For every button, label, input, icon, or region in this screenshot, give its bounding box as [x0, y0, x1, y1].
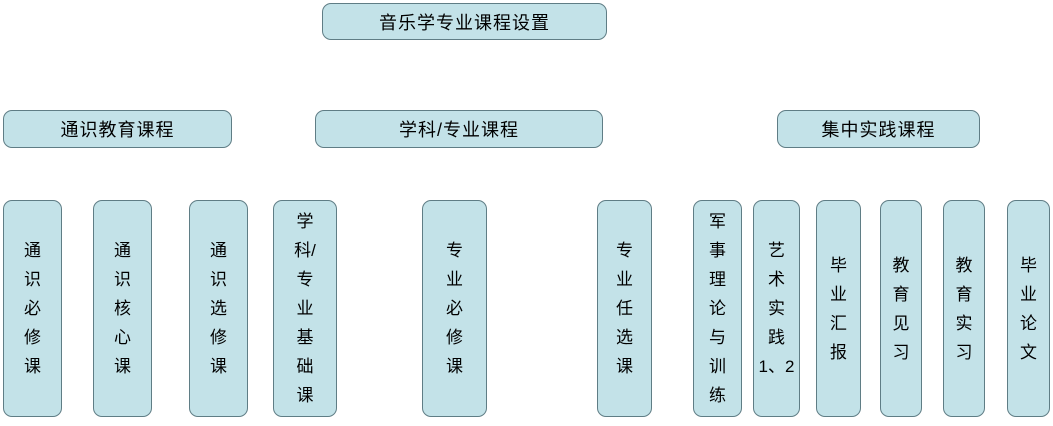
course-label: 教 育 实 习 [955, 255, 973, 362]
course-label: 教 育 见 习 [892, 255, 910, 362]
course-box-education-internship: 教 育 实 习 [943, 200, 985, 417]
course-box-graduation-report: 毕 业 汇 报 [816, 200, 861, 417]
course-box-graduation-thesis: 毕 业 论 文 [1007, 200, 1050, 417]
category-label: 通识教育课程 [60, 120, 175, 140]
course-box-general-required: 通 识 必 修 课 [3, 200, 62, 417]
root-box-curriculum-title: 音乐学专业课程设置 [322, 3, 607, 40]
category-box-discipline-professional: 学科/专业课程 [315, 110, 603, 148]
category-label: 集中实践课程 [821, 120, 936, 140]
course-box-art-practice-1-2: 艺 术 实 践 1、2 [753, 200, 800, 417]
course-box-military-theory-training: 军 事 理 论 与 训 练 [693, 200, 742, 417]
course-label: 专 业 任 选 课 [616, 241, 633, 376]
root-box-label: 音乐学专业课程设置 [379, 12, 550, 33]
course-label: 通 识 核 心 课 [114, 241, 131, 376]
course-label: 毕 业 汇 报 [830, 255, 847, 362]
course-box-discipline-foundation: 学 科/ 专 业 基 础 课 [273, 200, 337, 417]
course-label: 通 识 选 修 课 [210, 241, 227, 376]
course-label: 通 识 必 修 课 [24, 241, 41, 376]
course-label: 军 事 理 论 与 训 练 [709, 212, 726, 405]
course-box-education-observation: 教 育 见 习 [880, 200, 922, 417]
course-label: 专 业 必 修 课 [446, 241, 463, 376]
course-box-professional-elective: 专 业 任 选 课 [597, 200, 652, 417]
course-box-general-elective: 通 识 选 修 课 [189, 200, 248, 417]
course-label: 艺 术 实 践 1、2 [758, 241, 795, 376]
course-box-general-core: 通 识 核 心 课 [93, 200, 152, 417]
course-label: 毕 业 论 文 [1020, 255, 1037, 362]
course-box-professional-required: 专 业 必 修 课 [422, 200, 487, 417]
category-box-concentrated-practice: 集中实践课程 [777, 110, 980, 148]
category-label: 学科/专业课程 [398, 120, 519, 140]
course-label: 学 科/ 专 业 基 础 课 [294, 212, 316, 405]
category-box-general-education: 通识教育课程 [3, 110, 232, 148]
